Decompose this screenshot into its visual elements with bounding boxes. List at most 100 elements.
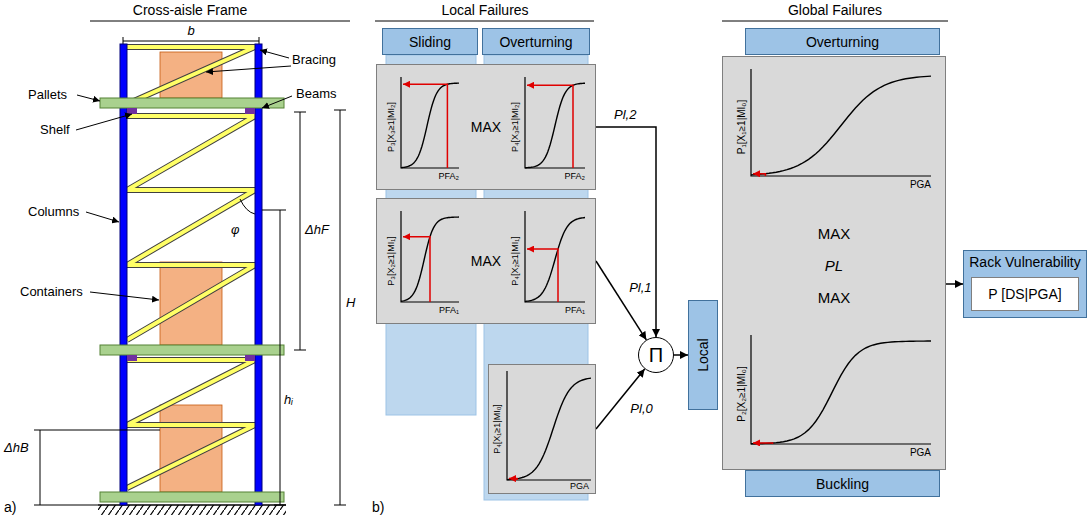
result-box: P [DS|PGA] Rack Vulnerability	[963, 250, 1087, 318]
axis-title: P₃[X₂≥1|MI₁]	[386, 236, 397, 285]
dimension-b	[123, 37, 259, 45]
plot-axes	[733, 63, 937, 191]
plot-axis	[751, 335, 931, 444]
plot-axis	[401, 211, 459, 302]
fragility-curve	[525, 218, 585, 302]
plot-axis	[525, 211, 585, 302]
axis-label: PFA₁	[565, 305, 585, 316]
node-label: Buckling	[816, 476, 869, 492]
node-label: Sliding	[409, 34, 451, 50]
readout-arrow	[403, 84, 447, 168]
connector	[596, 261, 646, 340]
node-label: MAX	[723, 289, 945, 306]
readout-arrow	[509, 479, 517, 480]
axis-title: P₃[X₃≥1|MI₂]	[386, 102, 397, 152]
plot-axes	[507, 71, 591, 183]
pallet	[100, 98, 284, 502]
node-label: MAX	[723, 225, 945, 242]
axis-label: PFA₁	[439, 305, 459, 316]
local-tab: Local	[688, 300, 718, 410]
connector	[946, 283, 963, 285]
column	[120, 44, 262, 505]
leader-line	[76, 50, 292, 300]
panel-heading: Cross-aisle Frame	[133, 3, 247, 18]
fragility-plot: P₄[X₁≥1|MI₀] PGA	[488, 364, 596, 494]
connector	[674, 354, 688, 356]
beam	[127, 108, 255, 361]
readout-arrow	[527, 249, 558, 302]
node-label: Π	[649, 344, 663, 367]
edge-label: Pl,0	[628, 401, 654, 416]
fragility-curve	[401, 83, 459, 168]
node-label: Rack Vulnerability	[964, 251, 1086, 273]
plot-axes	[489, 365, 597, 495]
fragility-curve	[525, 83, 585, 168]
angle-arc	[240, 199, 255, 214]
plot-axis	[525, 77, 585, 168]
fragility-curve	[751, 76, 931, 175]
part-label: Bracing	[292, 52, 336, 67]
part-label: φ	[231, 222, 239, 237]
readout-arrow	[527, 85, 573, 168]
node-label: MAX	[471, 119, 501, 135]
edge-label: Pl,1	[627, 280, 653, 295]
failure-tab: Overturning	[745, 28, 940, 55]
plot-axis	[507, 371, 591, 480]
failure-tab: Overturning	[482, 28, 590, 55]
result-value: P [DS|PGA]	[971, 277, 1079, 311]
part-label: Containers	[20, 284, 83, 299]
readout-arrow	[753, 443, 773, 444]
part-label: b	[187, 23, 194, 38]
node-label: Overturning	[499, 34, 572, 50]
fragility-plot: P₄[X₂≥1|MI₁] PFA₁	[507, 205, 591, 317]
axis-label: PFA₂	[438, 171, 459, 182]
fragility-curve	[507, 378, 591, 479]
readout-arrow	[753, 174, 765, 176]
fragility-plot: P₁[X₁≥1|MI₀] PGA	[733, 63, 937, 191]
readout-arrow	[403, 237, 430, 302]
part-label: ΔhF	[305, 222, 329, 237]
product-node: Π	[638, 337, 674, 373]
fragility-plot: P₂[X₂≥1|MI₀] PGA	[733, 329, 937, 459]
axis-title: P₄[X₁≥1|MI₀]	[492, 404, 503, 454]
axis-title: P₂[X₂≥1|MI₀]	[736, 366, 747, 422]
header-rule	[90, 21, 948, 22]
node-label: P [DS|PGA]	[988, 286, 1061, 302]
part-label: H	[346, 295, 355, 310]
panel-heading: Local Failures	[441, 3, 528, 18]
ground-hatch	[98, 505, 286, 515]
part-label: Shelf	[40, 122, 70, 137]
connector	[596, 369, 645, 429]
edge-label: Pl,2	[612, 107, 638, 122]
node-label: Overturning	[806, 34, 879, 50]
plot-axis	[751, 69, 931, 176]
part-label: a)	[4, 500, 16, 515]
part-label: ΔhB	[4, 440, 29, 455]
fragility-plot: P₃[X₃≥1|MI₂] PFA₂	[383, 71, 465, 183]
part-label: b)	[372, 500, 384, 515]
axis-title: P₁[X₁≥1|MI₀]	[736, 100, 747, 155]
fragility-plot: P₄[X₃≥1|MI₂]PFA₂	[507, 71, 591, 183]
fragility-curve	[401, 217, 459, 301]
node-label: PL	[723, 257, 945, 274]
part-label: Columns	[28, 204, 79, 219]
fragility-plot: P₃[X₂≥1|MI₁] PFA₁	[383, 205, 465, 317]
failure-tab: Sliding	[382, 28, 478, 55]
node-label: Local	[695, 338, 711, 371]
panel-heading: Global Failures	[788, 3, 882, 18]
axis-title: P₄[X₂≥1|MI₁]	[510, 236, 521, 286]
dimension-line	[34, 110, 346, 505]
axis-label: PGA	[910, 179, 931, 190]
max-panel: P₃[X₃≥1|MI₂] PFA₂ P₄[X₃≥1|MI₂]PFA₂ MAX	[376, 64, 596, 190]
axis-label: PGA	[570, 481, 589, 492]
bracing	[127, 47, 255, 488]
plot-axes	[733, 329, 937, 459]
axis-label: PGA	[910, 447, 931, 458]
axis-title: P₄[X₃≥1|MI₂]	[510, 102, 521, 152]
plot-axes	[507, 205, 591, 317]
part-label: Beams	[296, 86, 336, 101]
plot-axis	[401, 77, 459, 168]
max-panel: P₃[X₂≥1|MI₁]PFA₁P₄[X₂≥1|MI₁]PFA₁MAX	[376, 198, 596, 324]
failure-tab: Buckling	[745, 470, 940, 497]
part-label: hᵢ	[284, 392, 293, 407]
